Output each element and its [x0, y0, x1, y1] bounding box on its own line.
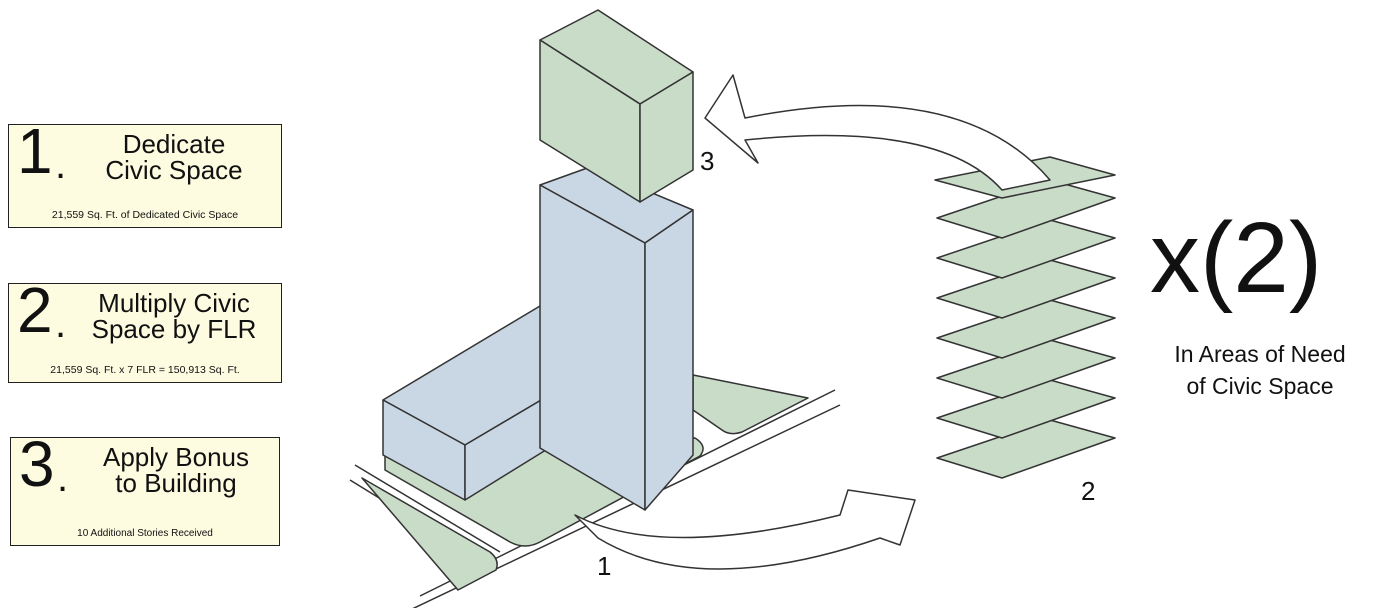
plate-stack	[934, 156, 1116, 479]
step-title: Dedicate Civic Space	[105, 129, 243, 185]
step-subtitle: 10 Additional Stories Received	[77, 528, 213, 539]
step-dot: .	[57, 456, 69, 500]
step-3-box: 3 . Apply Bonus to Building 10 Additiona…	[10, 432, 280, 546]
step-number: 3	[19, 428, 55, 500]
step-number: 1	[17, 115, 53, 187]
lawn-left	[361, 477, 498, 591]
arrow-plates-to-block	[704, 74, 1051, 191]
lawn-right	[692, 374, 809, 435]
step-title: Apply Bonus to Building	[103, 442, 249, 498]
need-text: In Areas of Need of Civic Space	[1174, 341, 1346, 399]
step-1-box: 1 . Dedicate Civic Space 21,559 Sq. Ft. …	[8, 119, 282, 228]
label-3: 3	[700, 146, 715, 176]
step-number: 2	[17, 274, 53, 346]
step-subtitle: 21,559 Sq. Ft. of Dedicated Civic Space	[51, 209, 239, 221]
tower-side	[644, 209, 694, 511]
label-1: 1	[597, 551, 612, 581]
step-subtitle: 21,559 Sq. Ft. x 7 FLR = 150,913 Sq. Ft.	[50, 364, 240, 376]
step-title: Multiply Civic Space by FLR	[91, 288, 257, 344]
step-dot: .	[55, 143, 67, 187]
label-2: 2	[1081, 476, 1096, 506]
arrow-plaza-to-plates	[574, 489, 916, 570]
step-2-box: 2 . Multiply Civic Space by FLR 21,559 S…	[8, 278, 282, 383]
step-dot: .	[55, 302, 67, 346]
bonus-block-side	[639, 71, 694, 203]
multiplier-text: x(2)	[1150, 202, 1323, 314]
